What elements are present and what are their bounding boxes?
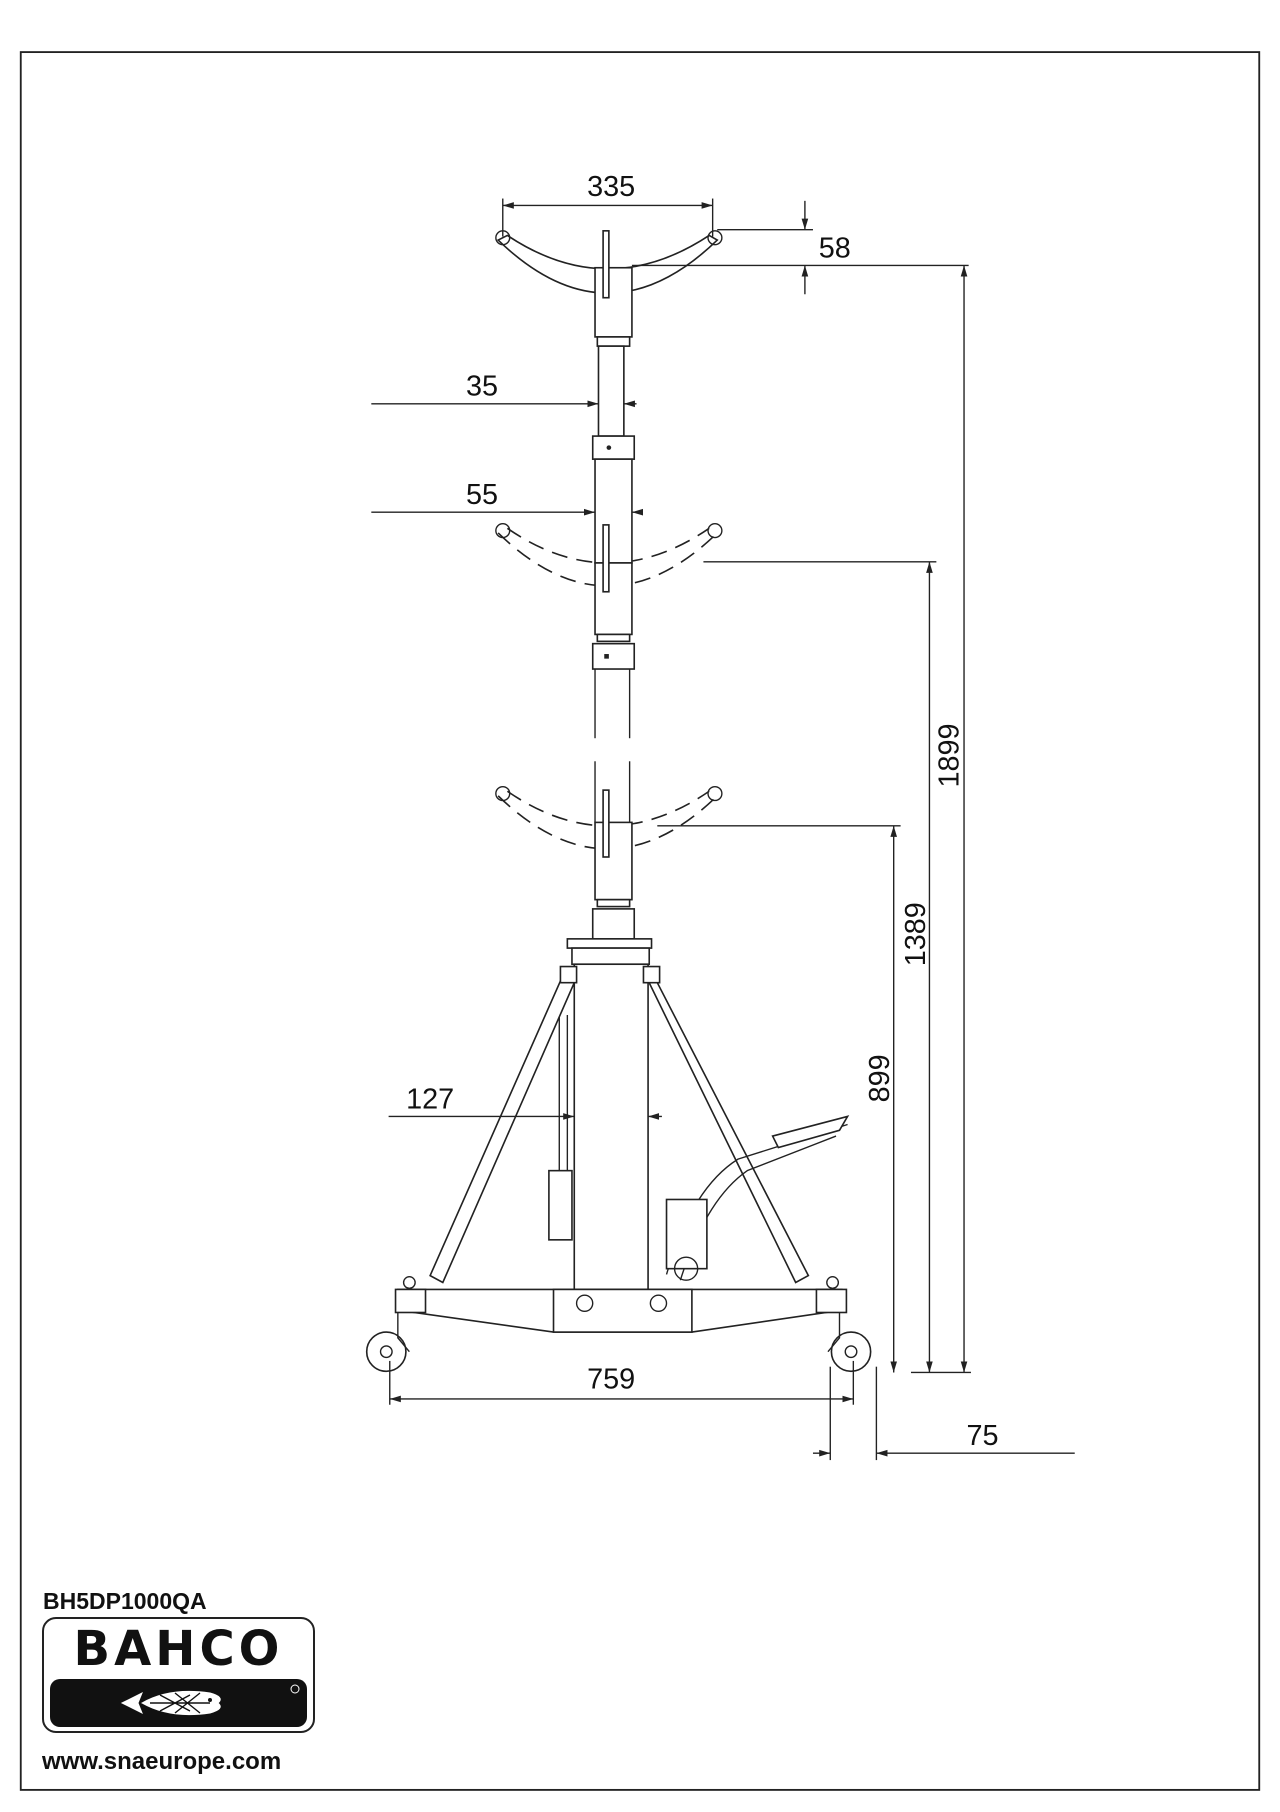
svg-text:1899: 1899: [933, 723, 965, 787]
page-border: [19, 51, 1261, 1791]
dimension-899: 899: [657, 825, 901, 1373]
dimension-58: 58: [631, 200, 969, 295]
dimension-127: 127: [388, 1083, 662, 1120]
svg-text:58: 58: [819, 232, 851, 264]
dimension-335: 335: [502, 171, 714, 237]
svg-text:335: 335: [587, 171, 635, 203]
svg-text:35: 35: [466, 371, 498, 403]
dimension-1389: 1389: [703, 561, 937, 1373]
model-number: BH5DP1000QA: [43, 1588, 207, 1614]
base-frame: [394, 1276, 848, 1333]
wheels: [365, 1312, 872, 1373]
tripod-legs: [429, 965, 810, 1284]
svg-text:759: 759: [587, 1364, 635, 1396]
logo-wordmark: BAHCO: [73, 1621, 284, 1677]
svg-text:127: 127: [406, 1083, 454, 1115]
svg-text:899: 899: [864, 1054, 896, 1102]
logo-fish-band: [50, 1679, 307, 1727]
website-url: www.snaeurope.com: [42, 1748, 282, 1775]
dimension-759: 759: [389, 1360, 855, 1405]
fish-icon: [120, 1684, 300, 1716]
bahco-logo: BAHCO: [42, 1617, 315, 1733]
dimension-75: 75: [812, 1366, 1075, 1461]
svg-text:55: 55: [466, 479, 498, 511]
svg-text:75: 75: [966, 1420, 998, 1452]
foot-pedal: [665, 1115, 850, 1281]
jack-column: [548, 230, 653, 1291]
dimension-35: 35: [371, 371, 637, 408]
svg-text:1389: 1389: [900, 902, 932, 966]
dimension-1899: 1899: [933, 265, 968, 1373]
dimension-55: 55: [371, 479, 643, 516]
